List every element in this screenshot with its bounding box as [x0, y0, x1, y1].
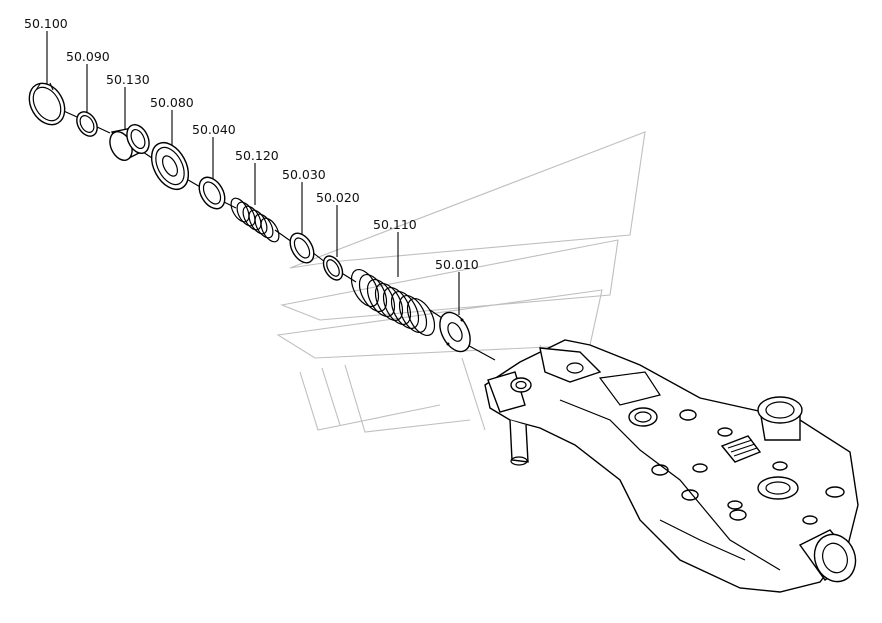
label-50-120: 50.120 — [235, 148, 279, 163]
part-50-080-washer — [150, 141, 190, 191]
part-labels: 50.100 50.090 50.130 50.080 50.040 50.12… — [24, 16, 479, 272]
label-50-110: 50.110 — [373, 217, 417, 232]
label-50-020: 50.020 — [316, 190, 360, 205]
part-50-110-spring — [350, 269, 436, 336]
label-50-130: 50.130 — [106, 72, 150, 87]
part-50-020-snap-ring — [322, 255, 344, 281]
label-50-010: 50.010 — [435, 257, 479, 272]
part-50-040-ring — [198, 176, 226, 210]
leader-lines — [46, 31, 460, 315]
part-50-090-snap-ring — [76, 111, 98, 137]
label-50-080: 50.080 — [150, 95, 194, 110]
transmission-housing — [484, 339, 859, 593]
part-50-120-spring — [230, 197, 280, 243]
part-50-010-flange — [439, 311, 471, 353]
part-50-130-bushing — [109, 124, 150, 161]
label-50-030: 50.030 — [282, 167, 326, 182]
label-50-090: 50.090 — [66, 49, 110, 64]
part-50-030-ring — [289, 232, 315, 264]
label-50-100: 50.100 — [24, 16, 68, 31]
label-50-040: 50.040 — [192, 122, 236, 137]
part-50-100-circlip — [28, 82, 66, 126]
